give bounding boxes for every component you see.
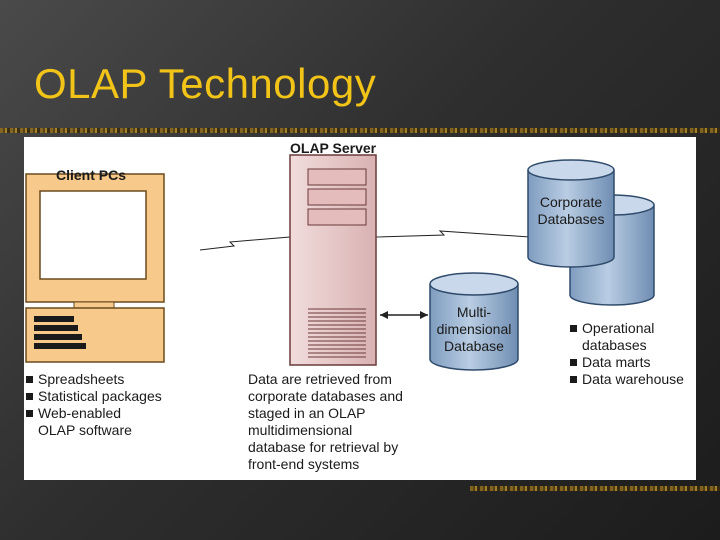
corporate-db-label-line: Databases	[537, 211, 605, 227]
slide-title: OLAP Technology	[34, 60, 377, 107]
multidimensional-db-label: Multi- dimensional Database	[426, 304, 522, 355]
mddb-label-line: dimensional	[436, 321, 512, 337]
pc-server-link	[199, 236, 291, 251]
corporate-db-label: Corporate Databases	[524, 194, 618, 228]
server-description-line: corporate databases and	[248, 388, 403, 404]
corporate-db-bullets: Operational databases Data marts Data wa…	[570, 320, 684, 388]
client-bullet-item: Spreadsheets	[26, 371, 162, 388]
bottom-divider	[470, 486, 720, 491]
server-description-line: Data are retrieved from	[248, 371, 392, 387]
title-divider	[0, 128, 720, 133]
diagram-panel: Client PCs OLAP Server Corporate Databas…	[24, 137, 696, 480]
client-bullet-continuation: OLAP software	[38, 422, 132, 438]
server-mddb-arrow	[380, 311, 428, 319]
client-pc-icon	[25, 173, 165, 363]
diagram-graphics	[25, 154, 655, 371]
client-pcs-heading: Client PCs	[56, 167, 127, 183]
corporate-db-cylinder-front	[527, 159, 615, 268]
server-description-line: database for retrieval by	[248, 439, 399, 455]
corporate-bullet-item: Data warehouse	[570, 371, 684, 388]
multidimensional-db-cylinder	[429, 272, 519, 371]
server-description-line: staged in an OLAP	[248, 405, 366, 421]
server-corporate-link	[375, 230, 531, 238]
server-description-line: multidimensional	[248, 422, 353, 438]
client-bullet-item: Statistical packages	[26, 388, 162, 405]
client-bullets: Spreadsheets Statistical packages Web-en…	[26, 371, 162, 439]
olap-server-icon	[289, 154, 377, 366]
corporate-bullet-item: Operational	[570, 320, 684, 337]
corporate-bullet-continuation: databases	[582, 337, 647, 353]
olap-server-heading: OLAP Server	[290, 140, 377, 156]
server-description: Data are retrieved from corporate databa…	[248, 371, 403, 473]
client-bullet-item: Web-enabled	[26, 405, 162, 422]
server-description-line: front-end systems	[248, 456, 360, 472]
corporate-db-label-line: Corporate	[539, 194, 603, 210]
mddb-label-line: Database	[444, 338, 504, 354]
corporate-bullet-item: Data marts	[570, 354, 684, 371]
mddb-label-line: Multi-	[456, 304, 492, 320]
